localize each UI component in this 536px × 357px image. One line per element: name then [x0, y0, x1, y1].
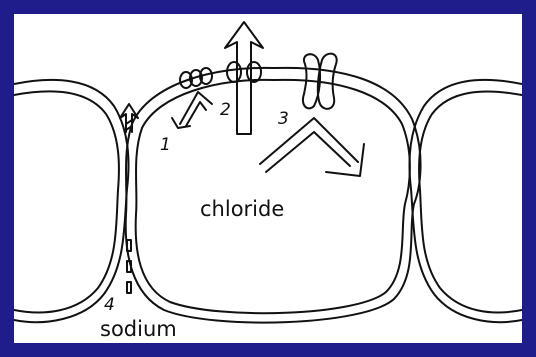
pathway-3-label: 3 [278, 109, 289, 129]
paracellular-path-markers [127, 240, 131, 293]
sodium-label: sodium [100, 317, 177, 341]
pathway-3-arrow [260, 118, 364, 176]
pathway-4-label: 4 [104, 295, 115, 315]
central-cell-membrane [126, 68, 421, 323]
right-neighbor-cell [409, 80, 522, 322]
pathway-1-label: 1 [160, 135, 171, 155]
chloride-label: chloride [200, 197, 284, 221]
pathway-2-label: 2 [220, 100, 231, 120]
epithelial-cell-diagram: 1 2 3 4 chloride sodium [14, 14, 522, 343]
diagram-panel: 1 2 3 4 chloride sodium [14, 14, 522, 343]
left-neighbor-cell [14, 80, 129, 322]
